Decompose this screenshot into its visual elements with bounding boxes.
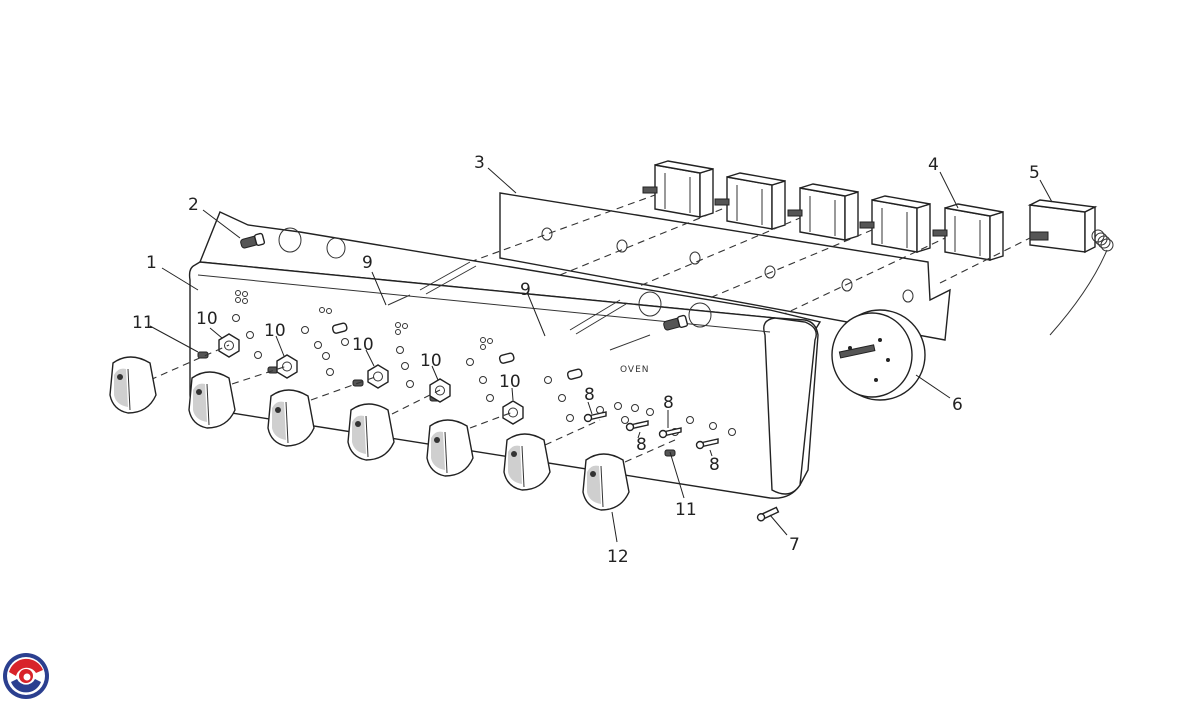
projection-lines-front xyxy=(149,344,676,463)
callout-9: 9 xyxy=(520,280,531,300)
callout-10: 10 xyxy=(420,351,442,371)
leader-lines xyxy=(149,167,1053,543)
callout-5: 5 xyxy=(1029,163,1040,183)
callout-3: 3 xyxy=(474,153,485,173)
callout-8: 8 xyxy=(709,455,720,475)
wiring-links xyxy=(387,261,651,351)
callout-11: 11 xyxy=(675,500,697,520)
oven-thermostat xyxy=(1027,199,1114,336)
energy-regulators xyxy=(642,160,1004,261)
panel-holes-and-fittings xyxy=(197,290,780,522)
oven-timer xyxy=(831,309,926,401)
oven-marking: OVEN xyxy=(620,365,650,375)
callout-8: 8 xyxy=(636,435,647,455)
callout-11: 11 xyxy=(132,313,154,333)
control-knobs xyxy=(109,356,630,511)
callout-6: 6 xyxy=(952,395,963,415)
callout-10: 10 xyxy=(352,335,374,355)
callout-10: 10 xyxy=(499,372,521,392)
callout-labels: 1 2 3 4 5 6 7 8 8 8 8 9 9 10 10 10 10 10… xyxy=(132,153,1040,567)
mounting-bracket-plate xyxy=(499,192,951,341)
callout-2: 2 xyxy=(188,195,199,215)
callout-10: 10 xyxy=(264,321,286,341)
callout-1: 1 xyxy=(146,253,157,273)
brand-swirl-logo xyxy=(3,653,49,699)
callout-7: 7 xyxy=(789,535,800,555)
callout-8: 8 xyxy=(663,393,674,413)
callout-8: 8 xyxy=(584,385,595,405)
callout-12: 12 xyxy=(607,547,629,567)
control-panel-fascia: OVEN xyxy=(188,211,822,499)
indicator-lamps xyxy=(240,232,689,331)
callout-4: 4 xyxy=(928,155,939,175)
callout-10: 10 xyxy=(196,309,218,329)
projection-lines-rear xyxy=(469,194,1031,317)
callout-9: 9 xyxy=(362,253,373,273)
